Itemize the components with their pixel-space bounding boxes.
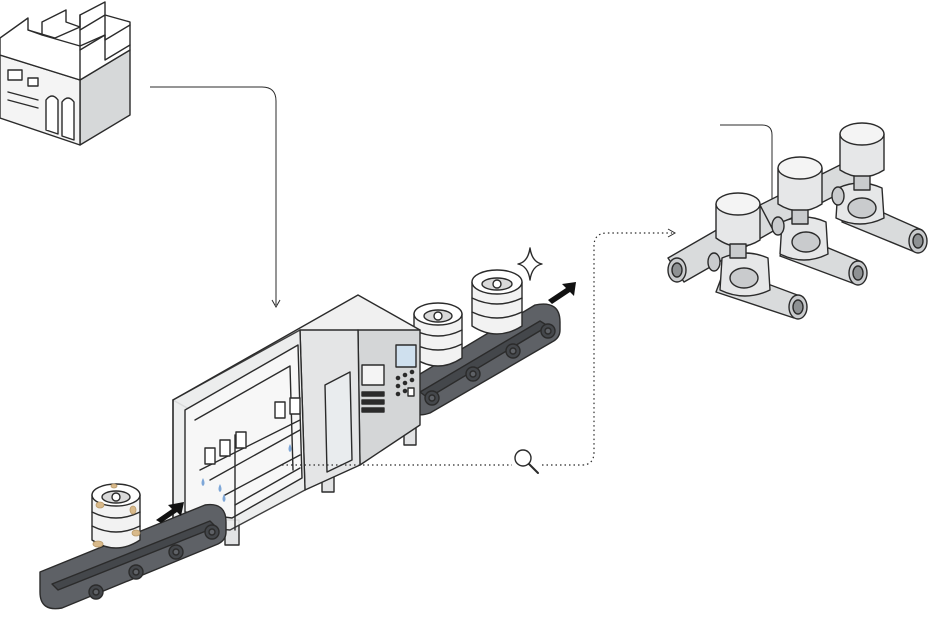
arrow-icon [156, 502, 184, 523]
arrow-head-down [271, 299, 281, 309]
factory-icon [0, 1, 131, 146]
flow-line-inspection-continued [542, 232, 672, 466]
sparkle-icon [517, 247, 543, 281]
valve-manifold [667, 122, 928, 320]
dirt-spots [92, 483, 141, 548]
outgoing-conveyor [409, 303, 561, 416]
flow-line-factory-to-machine [150, 86, 277, 305]
dirty-keg [91, 483, 141, 549]
arrow-head-right [667, 228, 677, 238]
washing-machine [172, 294, 421, 546]
magnifier-icon [514, 449, 539, 474]
incoming-conveyor [39, 503, 227, 610]
flow-line-to-valves [720, 124, 773, 200]
clean-keg [413, 302, 463, 367]
arrow-icon [548, 282, 576, 304]
clean-keg-sparkling [471, 269, 523, 335]
water-drops [201, 444, 292, 502]
